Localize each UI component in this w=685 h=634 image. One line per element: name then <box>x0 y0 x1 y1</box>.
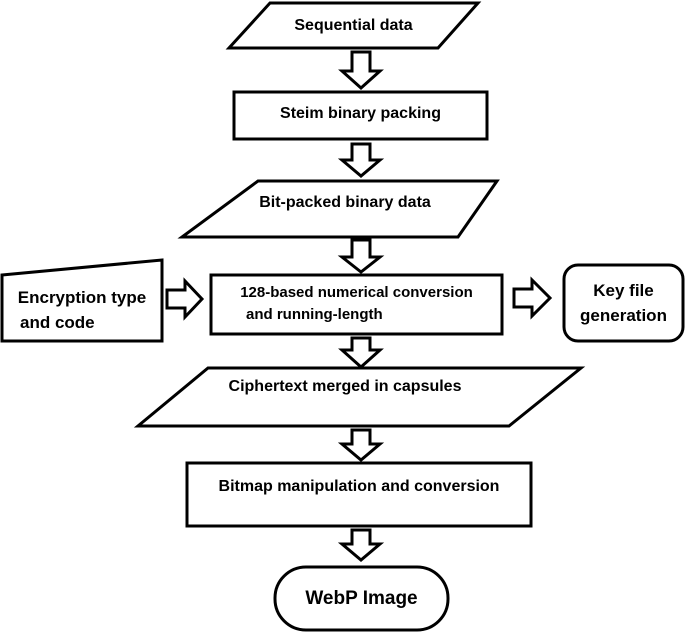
webp-terminator-label: WebP Image <box>305 588 418 609</box>
encryption-label-line1: Encryption type <box>17 288 147 307</box>
key-file-label-line2: generation <box>580 306 667 325</box>
conversion-process-shape <box>209 273 504 336</box>
ciphertext-shape <box>133 366 586 428</box>
bit-packed-data-label: Bit-packed binary data <box>259 194 431 211</box>
arrow-down-2 <box>337 142 385 178</box>
key-file-shape <box>562 263 685 343</box>
encryption-input-label: Encryption type and code <box>2 285 162 335</box>
encryption-input-shape <box>0 258 164 343</box>
arrow-down-4 <box>338 336 384 370</box>
arrow-right-1 <box>165 277 205 321</box>
webp-terminator-shape <box>273 565 450 632</box>
key-file-label: Key file generation <box>564 278 683 328</box>
bit-packed-data-shape <box>177 179 500 239</box>
arrow-down-3 <box>337 238 385 274</box>
steim-packing-shape <box>232 90 489 141</box>
encryption-label-line2: and code <box>20 313 95 332</box>
arrow-down-5 <box>337 428 385 462</box>
sequential-data-label: Sequential data <box>294 17 413 34</box>
steim-packing-label: Steim binary packing <box>280 105 441 122</box>
key-file-label-line1: Key file <box>593 281 654 300</box>
ciphertext-label: Ciphertext merged in capsules <box>228 378 462 395</box>
conversion-label-line2: and running-length <box>246 306 383 323</box>
arrow-down-1 <box>338 50 384 91</box>
sequential-data-shape <box>225 1 482 50</box>
arrow-down-6 <box>337 528 385 562</box>
conversion-label-line1: 128-based numerical conversion <box>240 284 473 301</box>
bitmap-process-shape <box>185 461 533 528</box>
bitmap-process-label: Bitmap manipulation and conversion <box>218 478 500 495</box>
conversion-process-label: 128-based numerical conversion and runni… <box>211 282 502 326</box>
arrow-right-2 <box>512 276 553 320</box>
